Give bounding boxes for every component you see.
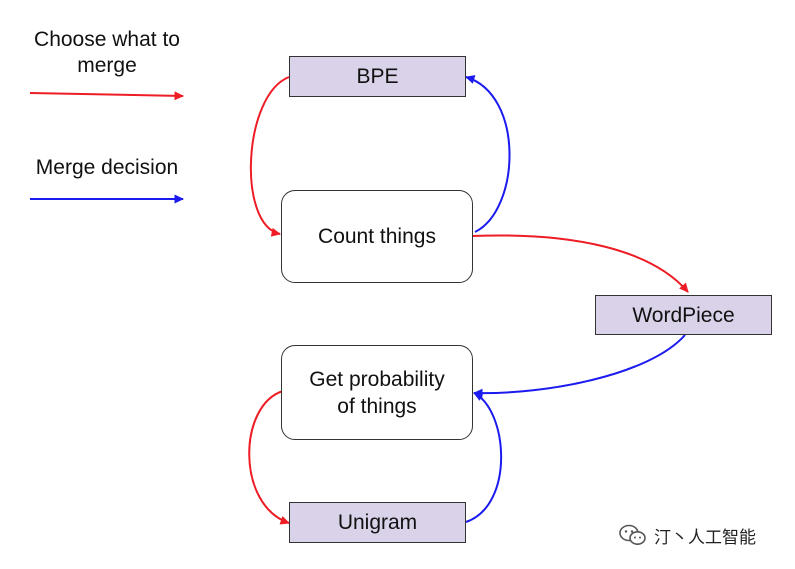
edge-count-to-bpe bbox=[465, 75, 511, 233]
wechat-icon bbox=[619, 524, 646, 545]
node-bpe-label: BPE bbox=[356, 65, 399, 88]
node-wordpiece-label: WordPiece bbox=[632, 303, 735, 327]
legend-choose-arrow bbox=[29, 91, 184, 101]
watermark-text: 汀丶人工智能 bbox=[654, 527, 756, 548]
legend-decision-label: Merge decision bbox=[35, 156, 179, 179]
edge-count-to-wordpiece bbox=[471, 234, 689, 293]
node-count-things-label: Count things bbox=[318, 225, 436, 248]
edge-unigram-to-probability bbox=[465, 392, 503, 523]
node-unigram: Unigram bbox=[289, 502, 466, 543]
node-unigram-label: Unigram bbox=[337, 511, 418, 534]
node-count-things: Count things bbox=[281, 190, 473, 283]
edge-probability-to-unigram bbox=[248, 390, 290, 525]
node-wordpiece: WordPiece bbox=[595, 295, 772, 335]
node-get-probability-label: Get probability of things bbox=[309, 367, 445, 418]
legend-choose-label: Choose what to merge bbox=[34, 28, 180, 77]
node-get-probability: Get probability of things bbox=[281, 345, 473, 440]
edge-bpe-to-count bbox=[249, 76, 290, 237]
edge-wordpiece-to-probability bbox=[473, 334, 686, 398]
node-bpe: BPE bbox=[289, 56, 466, 97]
watermark: 汀丶人工智能 bbox=[618, 520, 756, 550]
